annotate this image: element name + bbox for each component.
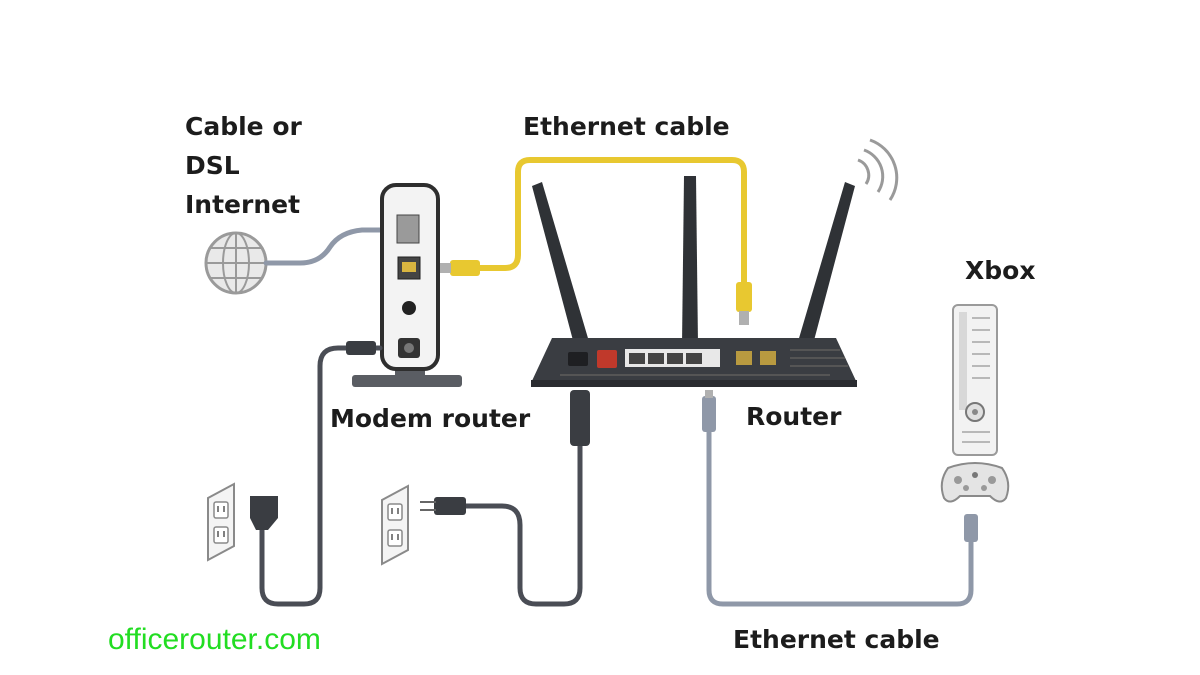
ethernet-cable-yellow: [475, 157, 747, 288]
router-power-cable: [459, 443, 583, 607]
site-watermark: officerouter.com: [108, 623, 321, 656]
xbox-console: [952, 304, 998, 456]
modem-router-device: [352, 183, 462, 387]
ethernet-plug-modem: [450, 260, 480, 276]
modem-power-plug: [250, 496, 278, 530]
modem-router-label: Modem router: [330, 404, 531, 433]
wifi-signal-icon: [857, 138, 899, 201]
router-antenna-center: [682, 176, 698, 345]
dsl-cable: [263, 227, 395, 266]
controller-icon: [940, 462, 1010, 503]
router-antenna-right: [797, 182, 855, 348]
ethernet-cable-grey: [706, 429, 974, 607]
wall-outlet-right: [381, 484, 409, 566]
router-device: [531, 338, 857, 387]
router-label: Router: [746, 402, 842, 431]
ethernet-cable-top-label: Ethernet cable: [523, 112, 730, 141]
ethernet-cable-bottom-label: Ethernet cable: [733, 625, 940, 654]
internet-label-line-2: DSL: [185, 151, 240, 180]
modem-power-cable: [259, 345, 383, 607]
ethernet-plug-router: [736, 282, 752, 312]
xbox-label: Xbox: [965, 256, 1036, 285]
internet-label-line-1: Cable or: [185, 112, 302, 141]
wall-outlet-left: [207, 482, 235, 562]
globe-icon: [204, 231, 268, 295]
internet-label-line-3: Internet: [185, 190, 301, 219]
router-antenna-left: [532, 182, 590, 348]
